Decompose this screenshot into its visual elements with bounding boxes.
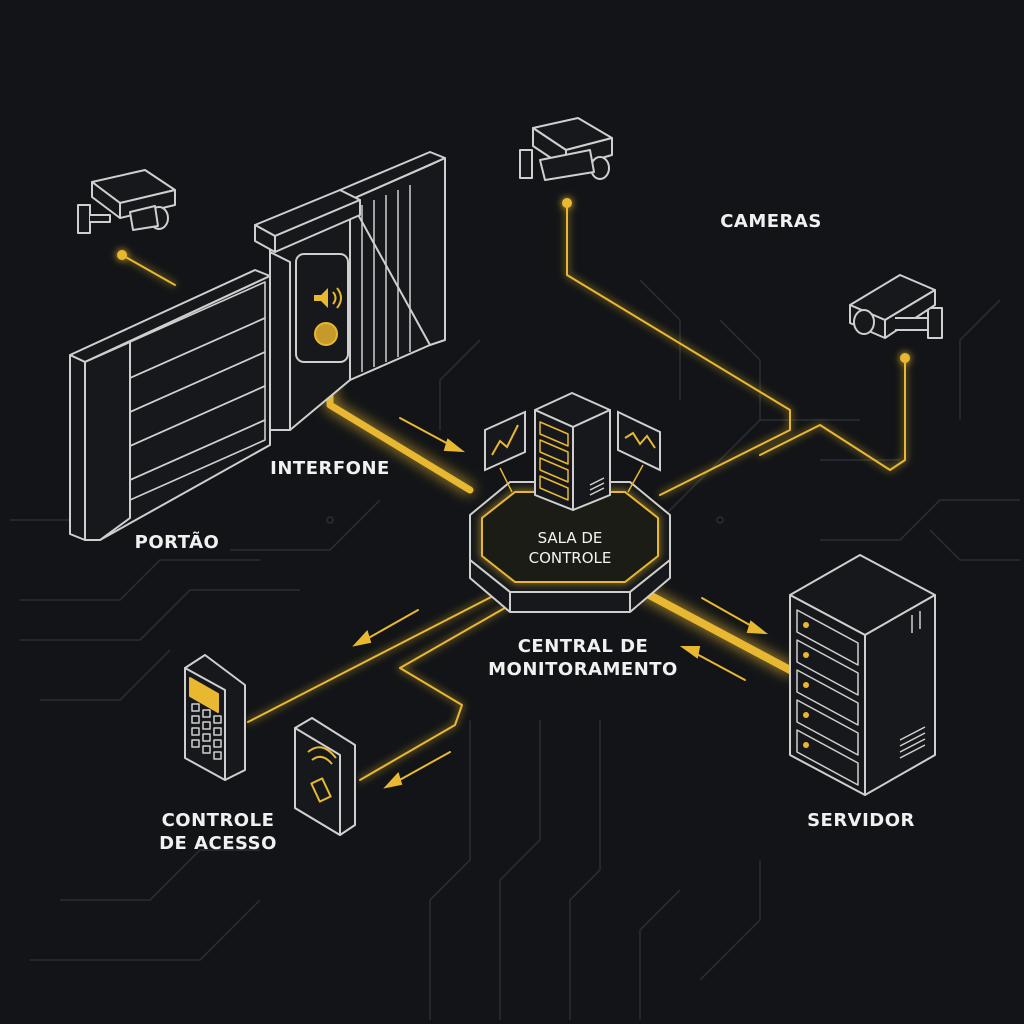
gate-icon [69,151,446,541]
security-camera-icon [77,169,176,234]
flow-arrow-icon [399,417,466,453]
portao-label: PORTÃO [134,532,220,553]
keypad-link [247,594,496,723]
central-monitoramento-label: CENTRAL DE MONITORAMENTO [470,635,696,681]
reader-link [359,604,511,781]
sala-de-controle-label: SALA DE CONTROLE [490,528,650,568]
flow-arrows [352,417,769,789]
circuit-traces [10,279,1020,1020]
flow-arrow-icon [383,751,451,789]
central-label-line2: MONITORAMENTO [488,659,678,680]
keypad-icon [184,654,246,781]
intercom-icon [295,253,349,363]
server-rack-icon [534,392,611,511]
interfone-label: INTERFONE [270,458,390,479]
flow-arrow-icon [352,609,419,647]
server-rack-icon [789,554,936,796]
cameras-label: CAMERAS [720,211,822,232]
servidor-link [636,586,794,674]
flow-arrow-icon [679,646,746,681]
controle-label-line2: DE ACESSO [159,833,277,854]
sala-label-line2: CONTROLE [528,549,612,567]
card-reader-icon [294,717,356,836]
controle-acesso-label: CONTROLE DE ACESSO [140,809,296,855]
controle-label-line1: CONTROLE [161,810,275,831]
monitor-chart-icon [484,410,526,472]
camera2-link [566,204,791,496]
camera1-link [121,254,176,286]
monitor-chart-icon [617,410,661,472]
sala-label-line1: SALA DE [537,529,603,547]
servidor-label: SERVIDOR [807,810,915,831]
central-label-line1: CENTRAL DE [517,636,649,657]
connection-dots [117,198,910,363]
security-camera-icon [849,274,943,339]
camera3-link [759,359,906,471]
security-camera-icon [519,117,613,181]
flow-arrow-icon [701,597,769,635]
